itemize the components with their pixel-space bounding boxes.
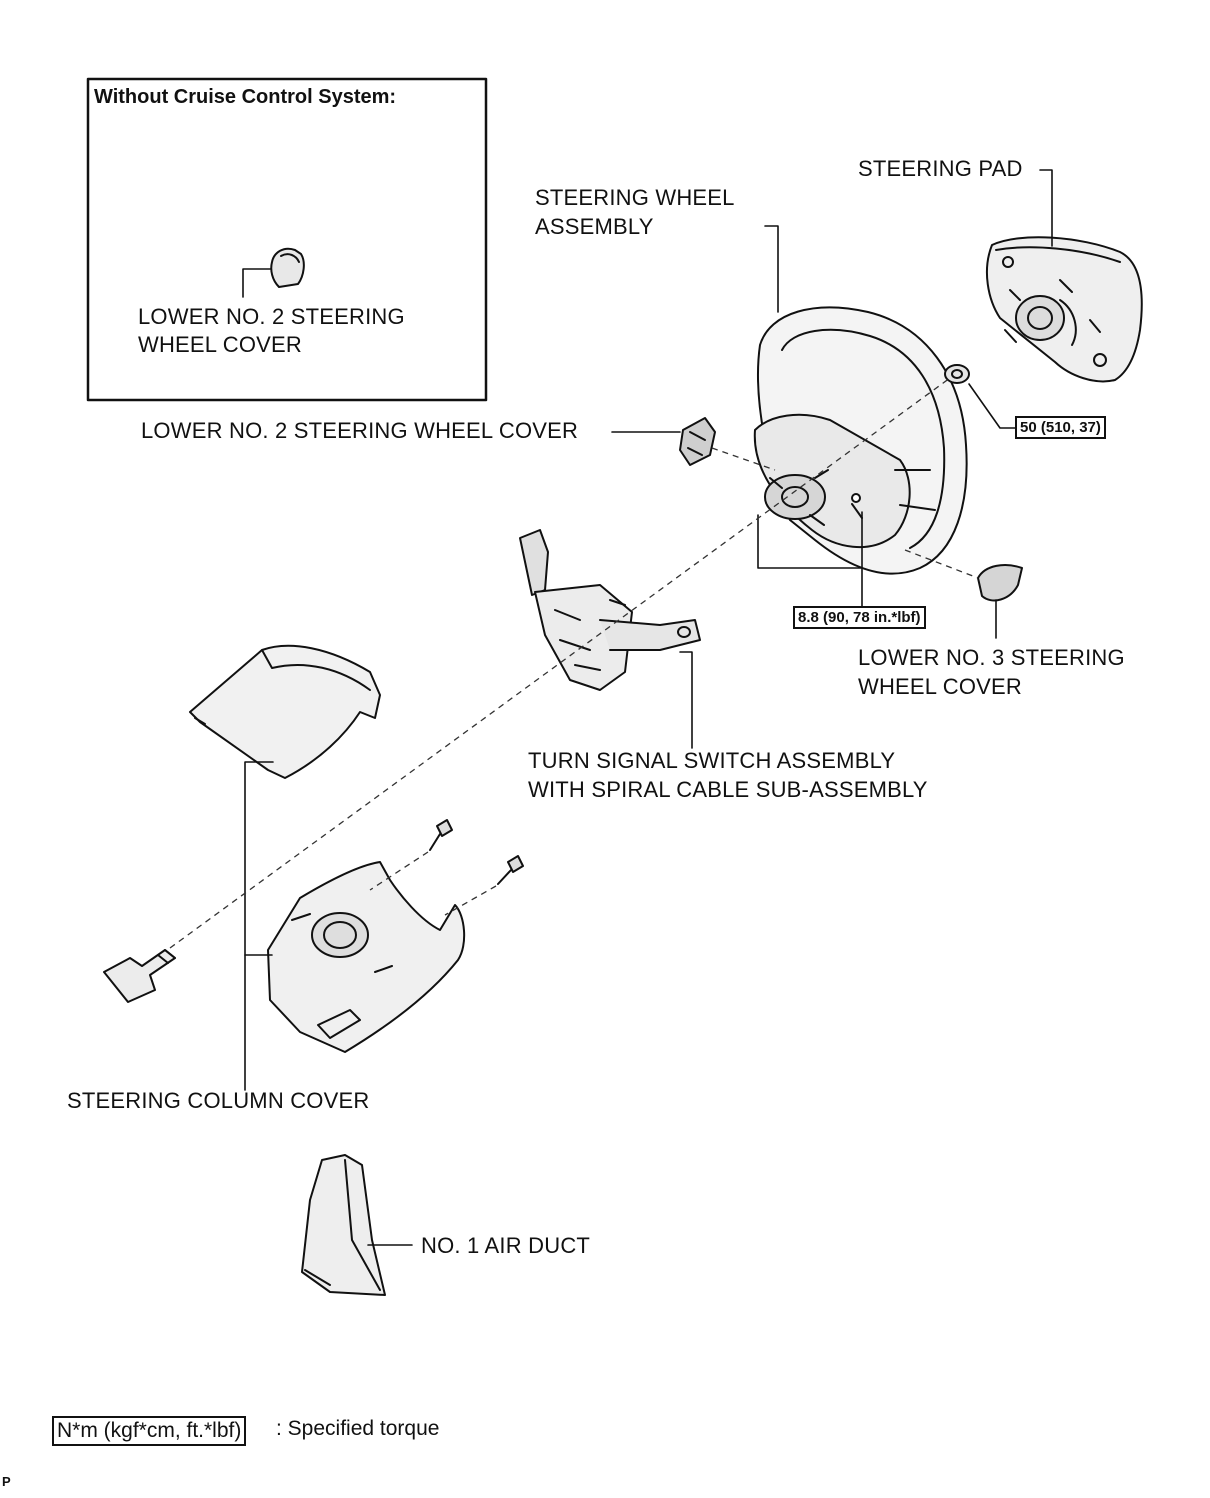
lower-no2-cover-part bbox=[679, 417, 716, 466]
wheel-bracket-leader bbox=[757, 511, 863, 569]
steering-pad-leader bbox=[1039, 169, 1053, 247]
label-turn-signal-line1: TURN SIGNAL SWITCH ASSEMBLY bbox=[528, 748, 896, 773]
label-steering-wheel-line2: ASSEMBLY bbox=[535, 214, 654, 239]
turn-signal-switch-part bbox=[519, 529, 701, 691]
label-steering-pad: STEERING PAD bbox=[858, 156, 1023, 181]
label-column-cover: STEERING COLUMN COVER bbox=[67, 1088, 370, 1113]
column-cover-leader bbox=[244, 761, 274, 1091]
axis-line-no3 bbox=[904, 549, 979, 579]
torque-pad-screw: 8.8 (90, 78 in.*lbf) bbox=[793, 606, 926, 629]
inset-part-label-line2: WHEEL COVER bbox=[138, 332, 302, 357]
steering-shaft-part bbox=[103, 949, 176, 1003]
axis-line-screw1 bbox=[369, 851, 429, 891]
torque-wheel-nut: 50 (510, 37) bbox=[1015, 416, 1106, 439]
air-duct-part bbox=[301, 1154, 386, 1296]
wheel-nut-leader bbox=[968, 383, 1017, 429]
axis-line-no2 bbox=[711, 447, 776, 471]
label-lower-no3-line1: LOWER NO. 3 STEERING bbox=[858, 645, 1125, 670]
turn-signal-leader bbox=[679, 651, 693, 749]
legend-unit-box: N*m (kgf*cm, ft.*lbf) bbox=[52, 1416, 247, 1446]
axis-line-main bbox=[169, 377, 951, 949]
legend-description: : Specified torque bbox=[276, 1417, 440, 1440]
screw-upper bbox=[429, 819, 453, 851]
label-lower-no2-cover: LOWER NO. 2 STEERING WHEEL COVER bbox=[141, 418, 579, 443]
inset-leader bbox=[242, 268, 272, 298]
steering-wheel-part bbox=[753, 306, 968, 575]
corner-mark: P bbox=[2, 1474, 11, 1489]
upper-column-cover-part bbox=[189, 644, 381, 779]
steering-wheel-leader bbox=[764, 225, 779, 313]
inset-title: Without Cruise Control System: bbox=[94, 86, 397, 108]
inset-part-label-line1: LOWER NO. 2 STEERING bbox=[138, 304, 405, 329]
label-lower-no3-line2: WHEEL COVER bbox=[858, 674, 1022, 699]
label-air-duct: NO. 1 AIR DUCT bbox=[421, 1233, 591, 1258]
lower-column-cover-part bbox=[267, 861, 466, 1053]
axis-line-screw2 bbox=[444, 885, 497, 916]
screw-lower bbox=[497, 855, 524, 885]
lower-no3-cover-part bbox=[977, 564, 1023, 602]
inset-lower-no2-cover bbox=[270, 247, 305, 288]
label-turn-signal-line2: WITH SPIRAL CABLE SUB-ASSEMBLY bbox=[528, 777, 928, 802]
inset-frame bbox=[86, 77, 488, 402]
steering-pad-part bbox=[985, 236, 1143, 383]
wheel-nut-part bbox=[944, 364, 970, 384]
label-steering-wheel-line1: STEERING WHEEL bbox=[535, 185, 735, 210]
